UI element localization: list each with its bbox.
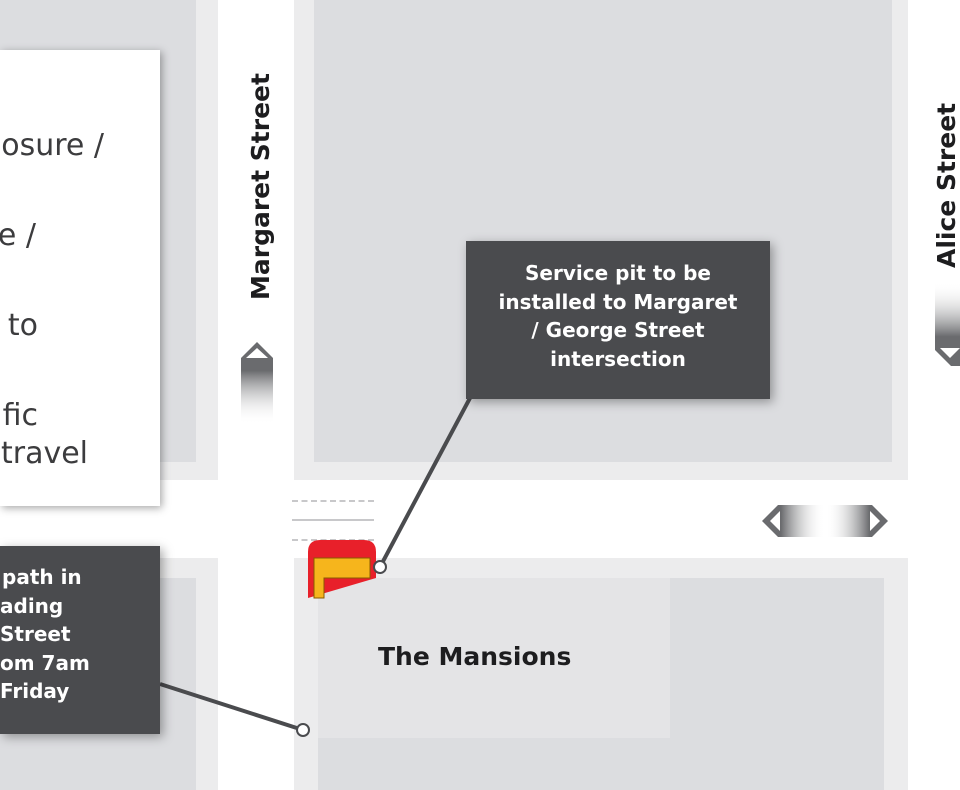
lane-marking — [292, 519, 374, 521]
legend-panel: osure / e / to fic travel — [0, 50, 160, 506]
northbound-arrow-icon — [241, 342, 273, 424]
callout-line: path in — [2, 565, 82, 589]
callout-line: Street — [0, 622, 71, 646]
southbound-arrow-icon — [935, 282, 960, 366]
legend-text: to — [7, 308, 38, 343]
footpath-callout: path in ading Street om 7am Friday — [0, 546, 160, 734]
legend-text: e / — [0, 218, 36, 253]
work-zone-marker — [308, 540, 376, 599]
the-mansions-building — [318, 578, 670, 738]
callout-line: ading — [0, 593, 64, 618]
callout-line: Service pit to be — [525, 261, 711, 285]
service-pit-callout: Service pit to be installed to Margaret … — [466, 241, 770, 399]
callout-line: intersection — [550, 346, 686, 371]
legend-text: travel — [0, 436, 88, 471]
building-label: The Mansions — [378, 642, 572, 671]
legend-text: osure / — [1, 128, 104, 163]
callout-line: / George Street — [531, 318, 705, 342]
two-way-arrow-icon — [762, 505, 888, 537]
callout-line: Friday — [0, 679, 70, 703]
lane-marking — [292, 500, 374, 502]
legend-text: fic — [2, 398, 38, 433]
callout-line: om 7am — [0, 650, 90, 675]
callout-line: installed to Margaret — [498, 289, 738, 314]
